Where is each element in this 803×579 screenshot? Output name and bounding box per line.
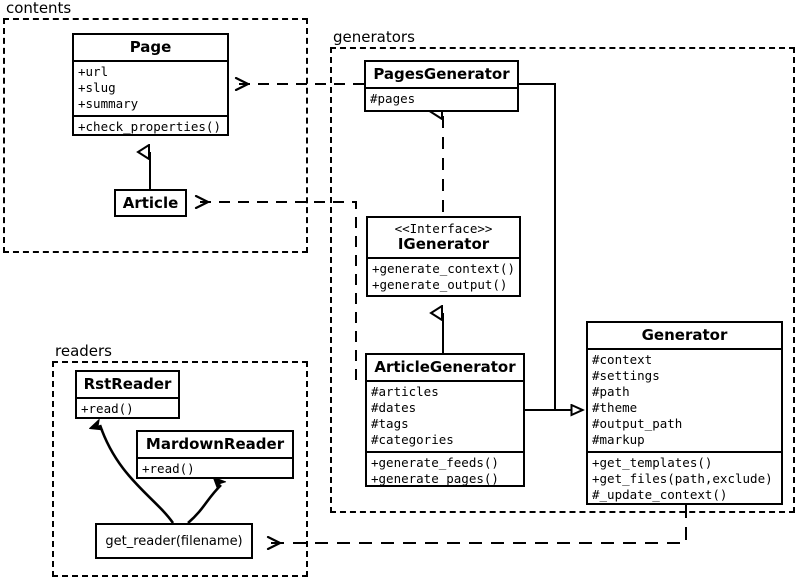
class-igenerator[interactable]: <<Interface>> IGenerator +generate_conte… <box>366 216 521 297</box>
class-generator-attributes: #context #settings #path #theme #output_… <box>588 348 781 451</box>
class-pages-generator-title: PagesGenerator <box>373 65 510 83</box>
attribute: #settings <box>592 368 660 383</box>
class-mardown-reader-title: MardownReader <box>145 435 285 453</box>
attribute: +slug <box>78 80 116 95</box>
attribute: +url <box>78 64 109 79</box>
package-generators-label: generators <box>331 28 417 46</box>
package-contents <box>3 18 308 253</box>
class-igenerator-stereotype: <<Interface>> <box>394 221 493 236</box>
class-igenerator-title: IGenerator <box>397 235 490 253</box>
class-article-generator-title: ArticleGenerator <box>374 358 516 376</box>
class-mardown-reader-operations: +read() <box>138 457 292 480</box>
class-article-generator-operations: +generate_feeds() +generate_pages() <box>367 451 523 490</box>
operation: +get_files(path,exclude) <box>592 471 773 486</box>
operation: +check_properties() <box>78 119 221 134</box>
operation: +get_templates() <box>592 455 713 470</box>
attribute: #theme <box>592 400 638 415</box>
attribute: #categories <box>371 432 454 447</box>
operation: +generate_output() <box>372 277 508 292</box>
attribute: #dates <box>371 400 417 415</box>
class-page-attributes: +url +slug +summary <box>74 60 227 115</box>
attribute: #path <box>592 384 630 399</box>
operation: +generate_pages() <box>371 471 499 486</box>
class-rst-reader-operations: +read() <box>77 397 178 420</box>
class-generator[interactable]: Generator #context #settings #path #them… <box>586 321 783 505</box>
attribute: #markup <box>592 432 645 447</box>
operation: #_update_context() <box>592 487 728 502</box>
class-article-title: Article <box>122 194 179 212</box>
package-readers <box>52 361 308 577</box>
attribute: #pages <box>370 91 416 106</box>
class-generator-operations: +get_templates() +get_files(path,exclude… <box>588 451 781 506</box>
class-article-generator-attributes: #articles #dates #tags #categories <box>367 380 523 451</box>
package-contents-label: contents <box>4 0 74 17</box>
class-article-generator[interactable]: ArticleGenerator #articles #dates #tags … <box>365 353 525 487</box>
operation: +read() <box>81 401 134 416</box>
class-mardown-reader[interactable]: MardownReader +read() <box>136 430 294 479</box>
class-page[interactable]: Page +url +slug +summary +check_properti… <box>72 33 229 136</box>
package-generators <box>330 47 795 513</box>
class-page-title: Page <box>129 38 172 56</box>
class-rst-reader[interactable]: RstReader +read() <box>75 370 180 419</box>
class-article[interactable]: Article <box>114 189 187 217</box>
attribute: #context <box>592 352 653 367</box>
function-get-reader[interactable]: get_reader(filename) <box>95 523 253 559</box>
function-get-reader-label: get_reader(filename) <box>105 533 243 549</box>
operation: +generate_context() <box>372 261 515 276</box>
attribute: #tags <box>371 416 409 431</box>
class-pages-generator-attributes: #pages <box>366 87 517 110</box>
attribute: +summary <box>78 96 139 111</box>
class-pages-generator[interactable]: PagesGenerator #pages <box>364 60 519 112</box>
package-readers-label: readers <box>53 342 114 360</box>
attribute: #output_path <box>592 416 683 431</box>
operation: +generate_feeds() <box>371 455 499 470</box>
attribute: #articles <box>371 384 439 399</box>
class-rst-reader-title: RstReader <box>83 375 172 393</box>
class-generator-title: Generator <box>641 326 728 344</box>
operation: +read() <box>142 461 195 476</box>
class-igenerator-operations: +generate_context() +generate_output() <box>368 257 519 296</box>
class-page-operations: +check_properties() <box>74 115 227 138</box>
